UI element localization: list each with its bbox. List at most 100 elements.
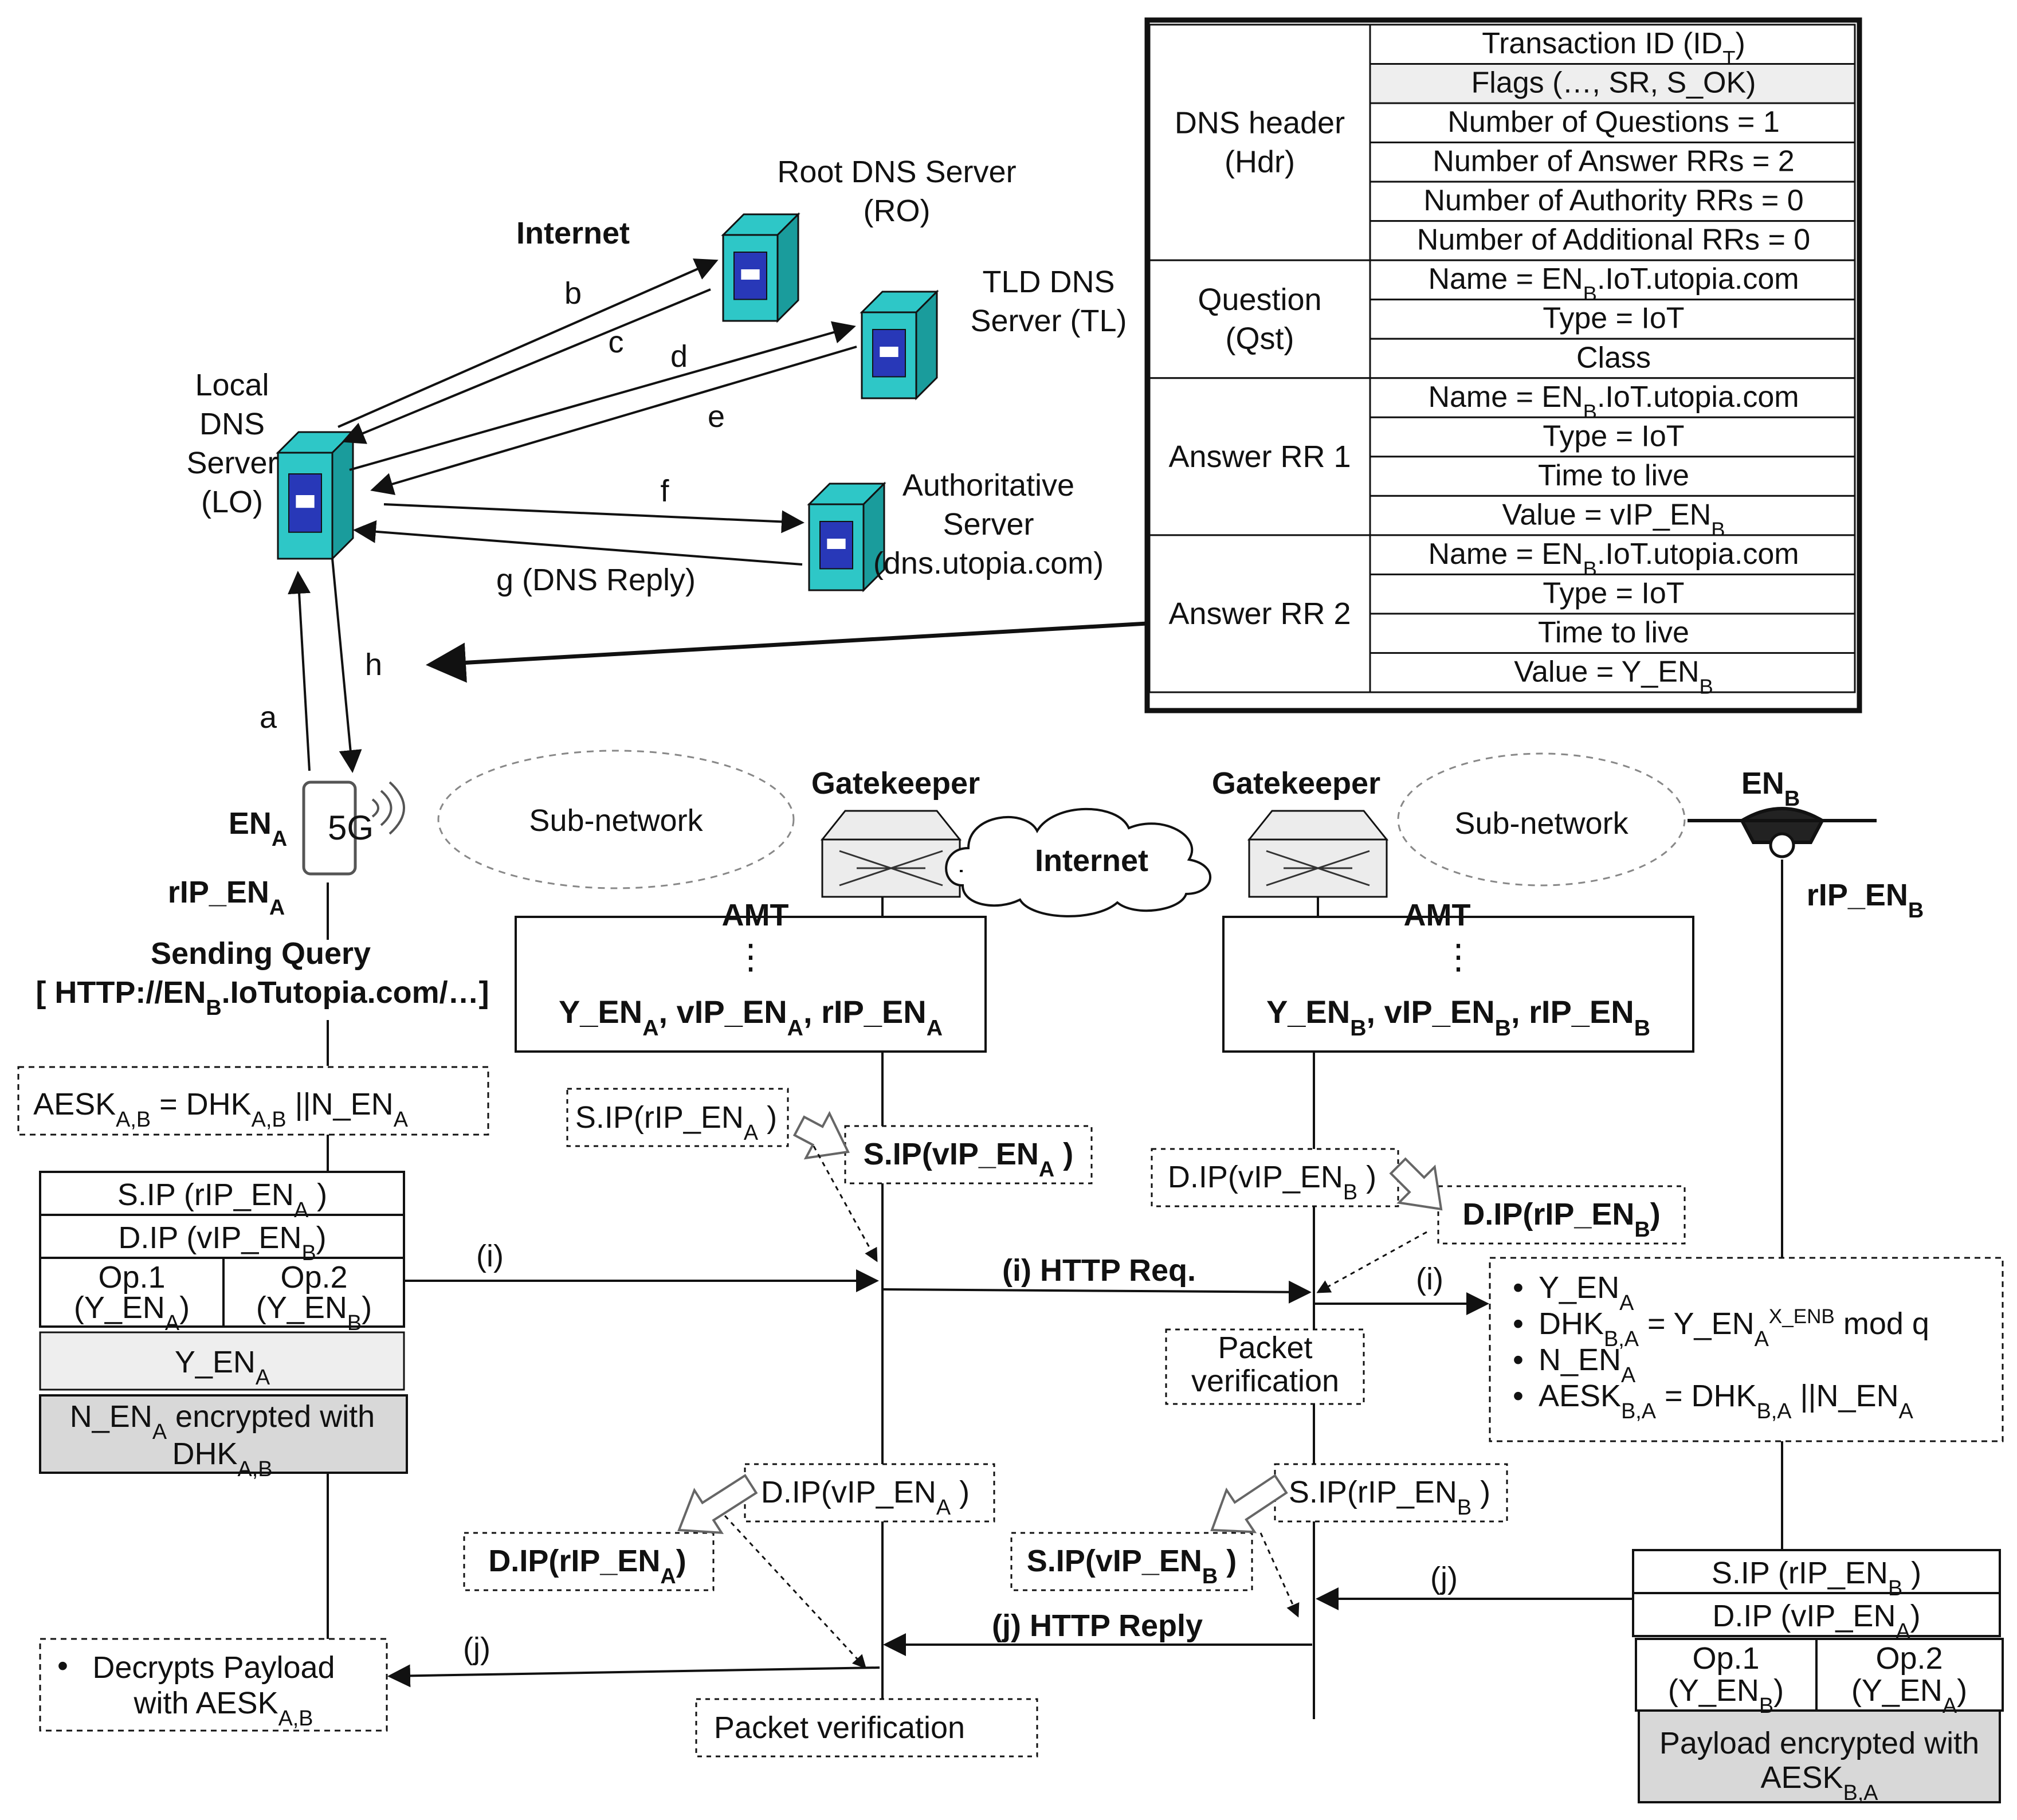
gatekeeper-top [820, 810, 962, 841]
dns-field-cell [1369, 652, 1856, 693]
packet-a-dst-cell [39, 1214, 405, 1259]
packet-a-op2-cell [222, 1257, 405, 1328]
packet-b-enc-text-2: AESKB,A [1761, 1760, 1879, 1805]
packet-b-op2-key: (Y_ENA) [1851, 1673, 1967, 1718]
dns-field-text: Name = ENB.IoT.utopia.com [1428, 381, 1799, 423]
internet-cloud-label: Internet [1035, 844, 1148, 878]
arrow-c [342, 288, 711, 444]
arrow-b-label: b [564, 276, 582, 311]
sip-vip-a-text: S.IP(vIP_ENA ) [864, 1137, 1073, 1182]
dns-field-text: Type = IoT [1543, 302, 1684, 335]
drone-icon [1688, 807, 1877, 844]
sip-rip-a-box [566, 1088, 789, 1147]
dns-field-text: Time to live [1538, 459, 1689, 492]
dip-vip-b-text: D.IP(vIP_ENB ) [1168, 1160, 1376, 1205]
dns-field-text: Value = vIP_ENB [1502, 498, 1725, 541]
arrow-c-label: c [609, 325, 624, 359]
packet-a-enc-text-1: N_ENA encrypted with [70, 1399, 375, 1444]
arrow-h-label: h [365, 648, 382, 682]
msg-j-label-1: (j) [1430, 1561, 1458, 1595]
packet-b-op2-cell [1815, 1638, 2004, 1712]
dns-field-cell [1369, 63, 1856, 104]
en-b-bullet: • [1513, 1307, 1524, 1341]
arrow-e [370, 346, 857, 495]
dns-field-text: Name = ENB.IoT.utopia.com [1428, 262, 1799, 305]
arrow-g [353, 520, 803, 566]
dns-group-label: DNS header [1175, 106, 1345, 140]
gatekeeper-b-label: Gatekeeper [1212, 766, 1380, 801]
dns-field-cell [1369, 573, 1856, 615]
dns-group-label: Answer RR 1 [1168, 440, 1351, 474]
arrow-a-label: a [260, 700, 277, 735]
dns-field-text: Value = Y_ENB [1514, 655, 1713, 698]
rewrite-dotted-b [1316, 1231, 1427, 1293]
packet-verification-b-box [1165, 1328, 1365, 1405]
drone-camera-icon [1769, 832, 1795, 858]
msg-i-label-2: (i) [1416, 1262, 1443, 1296]
amt-b-label: AMT [1404, 898, 1471, 932]
packet-a-encrypted-cell [39, 1394, 408, 1474]
en-b-bullet-text: DHKB,A = Y_ENAX_ENB mod q [1539, 1305, 1929, 1352]
authoritative-server-label: (dns.utopia.com) [873, 546, 1104, 580]
dns-field-cell [1369, 220, 1856, 261]
en-b-bullet: • [1513, 1343, 1524, 1377]
rewrite-arrow-dip-a [677, 1474, 758, 1534]
packet-a-op2-key: (Y_ENB) [256, 1291, 372, 1335]
dns-field-text: Flags (…, SR, S_OK) [1471, 66, 1756, 100]
sip-vip-b-text: S.IP(vIP_ENB ) [1027, 1544, 1237, 1588]
dns-field-cell [1369, 102, 1856, 144]
amt-b-entry: Y_ENB, vIP_ENB, rIP_ENB [1266, 994, 1650, 1041]
server-led [296, 495, 315, 508]
sub-network-a-label: Sub-network [529, 803, 703, 838]
packet-b-op1-text: Op.1 [1692, 1641, 1759, 1676]
dns-group-label: Question [1198, 283, 1321, 317]
en-b-bullet-text: Y_ENA [1539, 1270, 1634, 1315]
server-side [331, 430, 354, 561]
local-dns-label: DNS [199, 407, 265, 441]
wireless-signal-icon [371, 781, 405, 835]
en-b-label: ENB [1741, 766, 1800, 811]
en-b-bullet: • [1513, 1270, 1524, 1305]
dns-field-text: Name = ENB.IoT.utopia.com [1428, 538, 1799, 580]
packet-a-enc-text-2: DHKA,B [172, 1437, 273, 1481]
router-cross-icon [839, 850, 943, 887]
en-b-bullet-text: N_ENA [1539, 1343, 1636, 1387]
arrow-f-label: f [660, 474, 669, 508]
dip-vip-a-box [744, 1463, 995, 1523]
tld-dns-label: TLD DNS [982, 265, 1115, 299]
packet-a-op1-cell [39, 1257, 225, 1328]
dns-group-label-cell [1148, 534, 1371, 693]
dip-rip-b-text: D.IP(rIP_ENB) [1462, 1197, 1660, 1242]
gatekeeper-a-icon [820, 810, 962, 898]
arrow-a [288, 571, 311, 771]
rewrite-dotted-d [1259, 1532, 1300, 1618]
dns-field-text: Type = IoT [1543, 419, 1684, 453]
decrypt-box [39, 1638, 388, 1732]
packet-a-y-cell [39, 1331, 405, 1391]
decrypt-text-2: with AESKA,B [133, 1686, 313, 1731]
en-b-rip-label: rIP_ENB [1807, 878, 1924, 923]
local-dns-label: (LO) [201, 485, 263, 519]
rewrite-arrow-sip-a [792, 1111, 850, 1160]
dns-field-cell [1369, 259, 1856, 301]
phone-5g-label: 5G [328, 809, 374, 847]
authoritative-server-label: Server [943, 507, 1034, 542]
packet-a-op2-text: Op.2 [280, 1260, 347, 1295]
sip-vip-a-box [844, 1125, 1093, 1184]
arrow-g-label: g (DNS Reply) [496, 563, 696, 597]
sub-network-b-ellipse [1397, 752, 1686, 887]
msg-j-label-2: (j) [463, 1631, 490, 1666]
packet-a-src-cell [39, 1171, 405, 1216]
dns-field-text: Time to live [1538, 616, 1689, 649]
dns-field-text: Type = IoT [1543, 576, 1684, 610]
dns-field-cell [1369, 299, 1856, 340]
dns-group-label-cell [1148, 377, 1371, 536]
dns-field-cell [1369, 23, 1856, 65]
dip-vip-b-box [1151, 1148, 1399, 1207]
sub-network-a-ellipse [437, 750, 795, 889]
gatekeeper-top [1247, 810, 1389, 841]
dip-rip-a-text: D.IP(rIP_ENA) [488, 1544, 686, 1588]
packet-verification-a-box [695, 1698, 1038, 1758]
packet-a-op1-key: (Y_ENA) [74, 1291, 190, 1335]
root-dns-server-icon [721, 212, 800, 323]
